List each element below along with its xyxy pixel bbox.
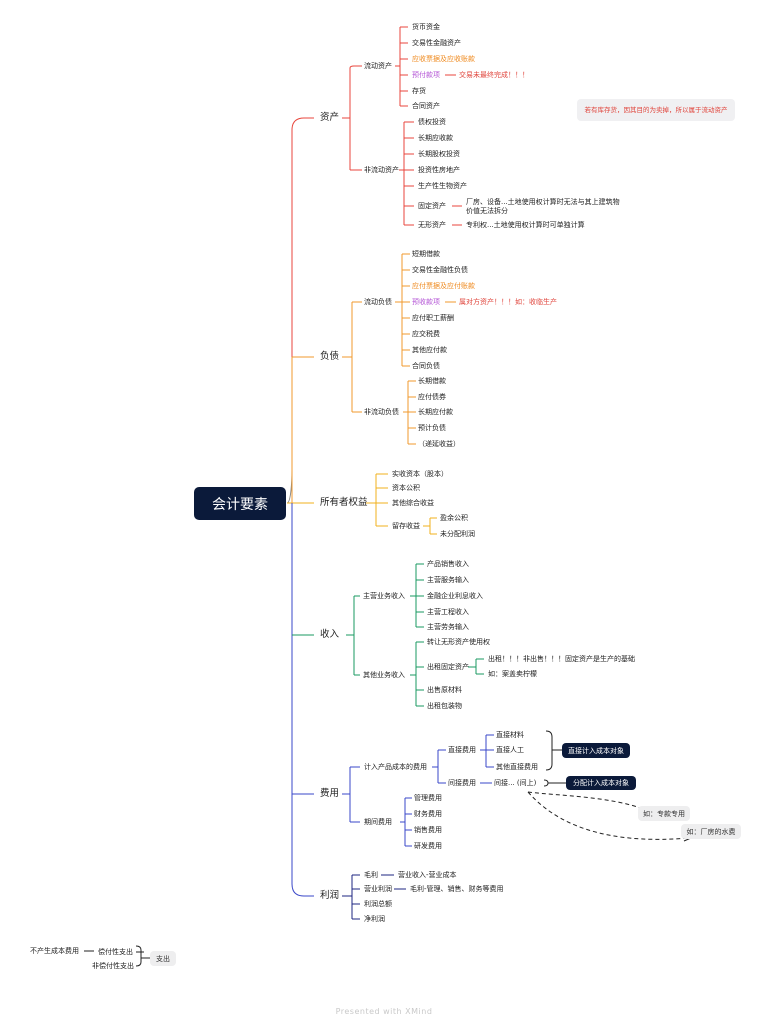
asset-item[interactable]: 长期股权投资 <box>418 150 460 158</box>
main-income-node[interactable]: 主营业务收入 <box>363 592 405 600</box>
liability-item[interactable]: 预计负债 <box>418 424 446 432</box>
rent-note: 出租！！！非出售！！！固定资产是生产的基础 <box>488 655 635 663</box>
asset-item[interactable]: 生产性生物资产 <box>418 182 467 190</box>
spending-node[interactable]: 支出 <box>150 951 176 966</box>
period-cost-item[interactable]: 管理费用 <box>414 794 442 802</box>
liability-item[interactable]: 应付职工薪酬 <box>412 314 454 322</box>
root-node[interactable]: 会计要素 <box>194 487 286 520</box>
indirect-cost-detail[interactable]: 间接... (间上) <box>494 779 537 787</box>
income-item[interactable]: 主营服务输入 <box>427 576 469 584</box>
direct-cost-node[interactable]: 直接费用 <box>448 746 476 754</box>
branch-liabilities[interactable]: 负债 <box>320 351 340 362</box>
direct-cost-item[interactable]: 其他直接费用 <box>496 763 538 771</box>
prepaid-note: 交易未最终完成！！！ <box>459 71 529 79</box>
branch-profit[interactable]: 利润 <box>320 890 340 901</box>
asset-item[interactable]: 固定资产 <box>418 202 446 210</box>
asset-item[interactable]: 交易性金融资产 <box>412 39 461 47</box>
asset-item[interactable]: 债权投资 <box>418 118 446 126</box>
income-item[interactable]: 产品销售收入 <box>427 560 469 568</box>
fixed-asset-note: 厂房、设备...土地使用权计算时无法与其上建筑物价值无法拆分 <box>466 198 620 215</box>
income-item[interactable]: 转让无形资产使用权 <box>427 638 490 646</box>
equity-item[interactable]: 留存收益 <box>392 522 420 530</box>
current-liabilities-node[interactable]: 流动负债 <box>364 298 392 306</box>
income-item[interactable]: 主营劳务输入 <box>427 623 469 631</box>
liability-item[interactable]: 应付票据及应付账款 <box>412 282 475 290</box>
liability-item[interactable]: 短期借款 <box>412 250 440 258</box>
direct-cost-item[interactable]: 直接材料 <box>496 731 524 739</box>
spending-non-repayable[interactable]: 非偿付性支出 <box>92 962 134 970</box>
equity-item[interactable]: 其他综合收益 <box>392 499 434 507</box>
period-cost-item[interactable]: 研发费用 <box>414 842 442 850</box>
liability-item[interactable]: 预收款项 <box>412 298 440 306</box>
asset-item[interactable]: 投资性房地产 <box>418 166 460 174</box>
advance-note: 属对方资产！！！如：收临生产 <box>459 298 557 306</box>
noncurrent-liabilities-node[interactable]: 非流动负债 <box>364 408 399 416</box>
direct-to-cost-object-box[interactable]: 直接计入成本对象 <box>562 743 630 758</box>
income-item[interactable]: 出租固定资产 <box>427 663 469 671</box>
asset-item[interactable]: 合同资产 <box>412 102 440 110</box>
branch-equity[interactable]: 所有者权益 <box>320 497 368 508</box>
operating-profit-note: 毛利-管理、销售、财务等费用 <box>410 885 504 893</box>
profit-item[interactable]: 毛利 <box>364 871 378 879</box>
indirect-cost-node[interactable]: 间接费用 <box>448 779 476 787</box>
asset-item[interactable]: 货币资金 <box>412 23 440 31</box>
liability-item[interactable]: 合同负债 <box>412 362 440 370</box>
profit-item[interactable]: 利润总额 <box>364 900 392 908</box>
retained-item[interactable]: 盈余公积 <box>440 514 468 522</box>
direct-cost-item[interactable]: 直接人工 <box>496 746 524 754</box>
income-item[interactable]: 出售原材料 <box>427 686 462 694</box>
liability-item[interactable]: 应交税费 <box>412 330 440 338</box>
other-income-node[interactable]: 其他业务收入 <box>363 671 405 679</box>
branch-income[interactable]: 收入 <box>320 629 340 640</box>
asset-item[interactable]: 无形资产 <box>418 221 446 229</box>
noncurrent-assets-node[interactable]: 非流动资产 <box>364 166 399 174</box>
liability-item[interactable]: （递延收益） <box>418 440 460 448</box>
spending-no-cost[interactable]: 不产生成本费用 <box>30 947 79 955</box>
callout-utility-fee[interactable]: 如：厂房的水费 <box>681 824 741 839</box>
branch-assets[interactable]: 资产 <box>320 112 340 123</box>
equity-item[interactable]: 资本公积 <box>392 484 420 492</box>
intangible-note: 专利权...土地使用权计算时可单独计算 <box>466 221 585 229</box>
footer-credit: Presented with XMind <box>335 1007 433 1016</box>
asset-item[interactable]: 应收票据及应收账款 <box>412 55 475 63</box>
asset-item[interactable]: 长期应收款 <box>418 134 453 142</box>
current-assets-node[interactable]: 流动资产 <box>364 62 392 70</box>
callout-earmarked[interactable]: 如：专款专用 <box>638 806 690 821</box>
allocate-to-cost-object-box[interactable]: 分配计入成本对象 <box>566 776 636 790</box>
asset-item[interactable]: 预付款项 <box>412 71 440 79</box>
gross-profit-note: 营业收入-营业成本 <box>398 871 457 879</box>
product-cost-node[interactable]: 计入产品成本的费用 <box>364 763 427 771</box>
period-cost-node[interactable]: 期间费用 <box>364 818 392 826</box>
income-item[interactable]: 出租包装物 <box>427 702 462 710</box>
liability-item[interactable]: 长期借款 <box>418 377 446 385</box>
period-cost-item[interactable]: 销售费用 <box>414 826 442 834</box>
period-cost-item[interactable]: 财务费用 <box>414 810 442 818</box>
liability-item[interactable]: 其他应付款 <box>412 346 447 354</box>
profit-item[interactable]: 净利润 <box>364 915 385 923</box>
rent-note: 如：案盖卖柠檬 <box>488 670 537 678</box>
equity-item[interactable]: 实收资本（股本） <box>392 470 448 478</box>
profit-item[interactable]: 营业利润 <box>364 885 392 893</box>
side-note: 若有库存货，因其目的为卖掉，所以属于流动资产 <box>577 99 735 121</box>
retained-item[interactable]: 未分配利润 <box>440 530 475 538</box>
liability-item[interactable]: 长期应付款 <box>418 408 453 416</box>
income-item[interactable]: 主营工程收入 <box>427 608 469 616</box>
branch-expense[interactable]: 费用 <box>320 788 340 799</box>
spending-repayable[interactable]: 偿付性支出 <box>98 948 133 956</box>
liability-item[interactable]: 应付债券 <box>418 393 446 401</box>
income-item[interactable]: 金融企业利息收入 <box>427 592 483 600</box>
asset-item[interactable]: 存货 <box>412 87 426 95</box>
liability-item[interactable]: 交易性金融性负债 <box>412 266 468 274</box>
